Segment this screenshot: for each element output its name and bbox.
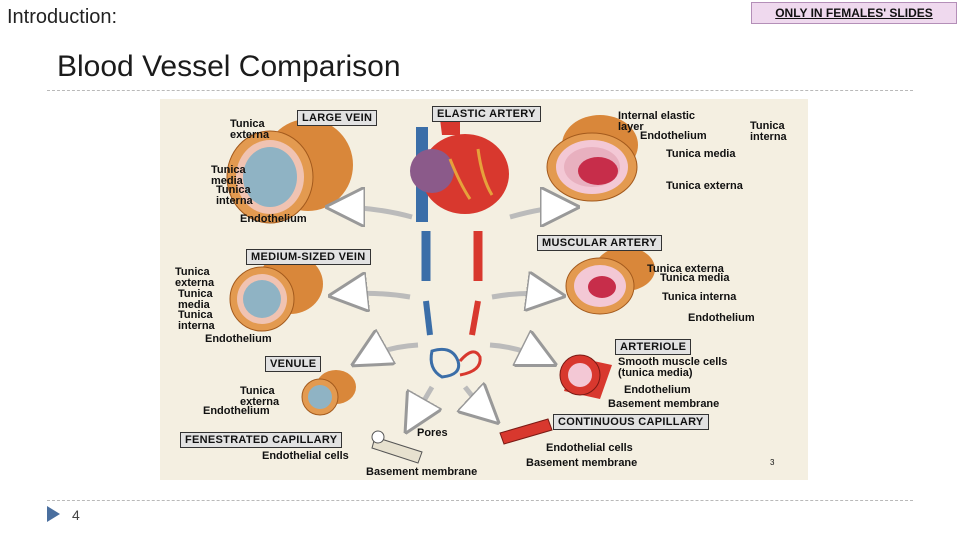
label-lv-media: Tunica media <box>211 164 246 187</box>
label-ma-interna: Tunica interna <box>662 291 737 303</box>
label-ea-interna: Tunica interna <box>750 120 787 143</box>
muscular-artery-drawing <box>565 247 655 315</box>
capillaries-drawing <box>371 418 553 464</box>
venule-drawing <box>301 370 356 416</box>
page-number: 4 <box>72 507 80 523</box>
label-mv-externa: Tunica externa <box>175 266 215 289</box>
section-heading: Introduction: <box>7 6 118 28</box>
box-arteriole: ARTERIOLE <box>615 339 692 355</box>
label-lv-externa: Tunica externa <box>230 118 270 141</box>
label-ar-smooth-muscle: Smooth muscle cells (tunica media) <box>618 356 728 379</box>
slide-title: Blood Vessel Comparison <box>57 50 401 83</box>
label-ea-media: Tunica media <box>666 148 736 160</box>
large-vein-drawing <box>226 119 353 224</box>
arteriole-drawing <box>559 354 612 399</box>
label-ma-media: Tunica media <box>660 272 730 284</box>
label-mv-interna: Tunica interna <box>178 309 215 332</box>
label-lv-endothelium: Endothelium <box>240 213 307 225</box>
label-cc-basement: Basement membrane <box>526 457 638 469</box>
vessel-illustration <box>226 110 655 464</box>
bottom-divider <box>47 500 913 501</box>
bullet-triangle-icon <box>47 506 60 522</box>
label-cc-endothelial: Endothelial cells <box>546 442 633 454</box>
label-fc-pores: Pores <box>417 427 448 439</box>
top-divider <box>47 90 913 91</box>
flow-arrows <box>335 207 570 425</box>
box-large-vein: LARGE VEIN <box>297 110 378 126</box>
blood-vessel-figure: LARGE VEIN ELASTIC ARTERY MEDIUM-SIZED V… <box>160 99 808 480</box>
label-ma-externa: Tunica externa <box>647 263 724 275</box>
label-ar-endothelium: Endothelium <box>624 384 691 396</box>
label-vn-externa: Tunica externa <box>240 385 280 408</box>
medium-vein-drawing <box>229 254 323 332</box>
box-elastic-artery: ELASTIC ARTERY <box>432 106 541 122</box>
label-fc-basement: Basement membrane <box>366 466 478 478</box>
label-fc-endothelial: Endothelial cells <box>262 450 349 462</box>
label-ma-endothelium: Endothelium <box>688 312 755 324</box>
figure-number: 3 <box>770 458 775 467</box>
box-continuous-capillary: CONTINUOUS CAPILLARY <box>553 414 709 430</box>
label-lv-interna: Tunica interna <box>216 184 253 207</box>
central-vessels <box>421 231 483 379</box>
box-venule: VENULE <box>265 356 322 372</box>
label-ea-internal-elastic: Internal elastic layer <box>618 110 696 133</box>
box-fenestrated-capillary: FENESTRATED CAPILLARY <box>180 432 343 448</box>
females-only-badge: ONLY IN FEMALES' SLIDES <box>751 2 957 24</box>
elastic-artery-drawing <box>546 115 638 202</box>
label-mv-endothelium: Endothelium <box>205 333 272 345</box>
label-ea-endothelium: Endothelium <box>640 130 707 142</box>
box-medium-vein: MEDIUM-SIZED VEIN <box>246 249 371 265</box>
label-vn-endothelium: Endothelium <box>203 405 270 417</box>
label-ea-externa: Tunica externa <box>666 180 743 192</box>
heart-drawing <box>410 110 509 222</box>
box-muscular-artery: MUSCULAR ARTERY <box>537 235 662 251</box>
label-ar-basement: Basement membrane <box>608 398 720 410</box>
label-mv-media: Tunica media <box>178 288 213 311</box>
